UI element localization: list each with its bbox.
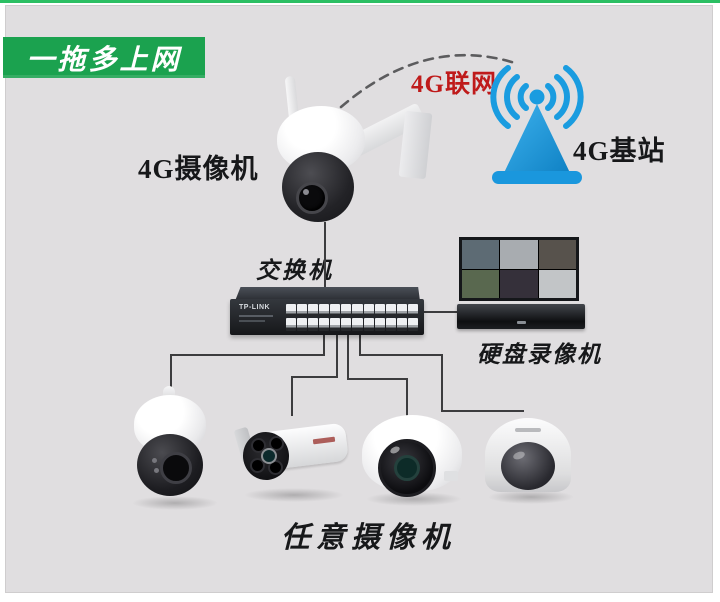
ir-led-icon [251,438,266,453]
bullet-lens-icon [261,448,277,464]
surveillance-thumbnail [538,269,576,298]
nvr-box-icon [457,304,585,329]
label-switch: 交换机 [256,258,334,283]
line-drop-4 [359,334,361,356]
ethernet-port-icon [374,304,385,317]
ethernet-port-icon [319,304,330,317]
ethernet-port-icon [363,304,374,317]
surveillance-thumbnail [538,240,576,269]
camera-shadow [244,488,344,502]
switch-detail-line [239,315,273,317]
ir-led-icon [269,436,284,451]
line-drop-3 [347,334,349,380]
switch-brand-label: TP-LINK [239,304,271,311]
line-run-4b [441,410,524,412]
ethernet-port-icon [363,318,374,331]
ethernet-port-icon [396,304,407,317]
speed-dome-camera-icon [130,386,210,508]
line-camera-to-switch [324,222,326,290]
camera-lens-icon [296,182,328,214]
switch-ports-grid [286,304,418,331]
surveillance-thumbnail [462,240,500,269]
ethernet-port-icon [407,304,418,317]
ethernet-port-icon [330,318,341,331]
ethernet-port-icon [352,318,363,331]
switch-icon: TP-LINK [230,287,424,335]
label-4g-camera: 4G摄像机 [138,154,259,184]
base-station-icon [490,65,584,184]
ir-led-icon [152,458,157,463]
ptz-camera-4g-icon [262,62,438,226]
bullet-camera-icon [233,412,353,500]
turret-foot [444,471,458,481]
ethernet-port-icon [330,304,341,317]
ethernet-port-icon [286,304,297,317]
line-down-2 [291,376,293,416]
ir-led-icon [268,460,283,475]
camera-shadow [132,496,218,510]
ethernet-port-icon [286,318,297,331]
line-run-4a [359,354,443,356]
ethernet-port-icon [396,318,407,331]
ethernet-port-icon [374,318,385,331]
ethernet-port-icon [297,318,308,331]
line-run-2 [291,376,338,378]
surveillance-thumbnail [500,240,538,269]
turret-camera-icon [360,413,466,505]
switch-detail-line [239,320,265,322]
dome-window-icon [501,442,555,490]
camera-bracket-plate [398,110,433,180]
line-down-4 [441,354,443,412]
ethernet-port-icon [319,318,330,331]
line-drop-2 [336,334,338,378]
ethernet-port-icon [385,304,396,317]
ethernet-port-icon [341,318,352,331]
line-switch-to-nvr [422,311,459,313]
dome-logo-mark [515,428,541,432]
dashed-link-arc [339,53,517,109]
surveillance-thumbnail [500,269,538,298]
dome-camera-icon [483,416,575,504]
line-drop-1 [323,334,325,356]
ethernet-port-icon [308,318,319,331]
turret-iris [394,455,420,481]
ir-led-icon [154,468,159,473]
camera-shadow [488,490,574,504]
ethernet-port-icon [407,318,418,331]
ethernet-port-icon [341,304,352,317]
surveillance-thumbnail [462,269,500,298]
label-4g-link: 4G联网 [411,71,497,98]
line-run-3 [347,378,408,380]
nvr-monitor-screen [462,240,576,298]
title-banner: 一拖多上网 [3,37,205,78]
speed-dome-lens-icon [160,452,192,484]
ethernet-port-icon [352,304,363,317]
label-4g-base-station: 4G基站 [573,136,666,166]
label-any-camera: 任意摄像机 [281,522,457,554]
label-nvr: 硬盘录像机 [477,342,602,367]
line-down-1 [170,354,172,390]
nvr-front-led [517,321,526,324]
line-down-3 [406,378,408,416]
ethernet-port-icon [297,304,308,317]
ir-led-icon [250,458,265,473]
ethernet-port-icon [308,304,319,317]
ethernet-port-icon [385,318,396,331]
title-banner-label: 一拖多上网 [26,43,182,75]
nvr-monitor-icon [459,237,579,301]
camera-shadow [366,492,462,506]
top-accent-strip [0,0,720,3]
line-run-1 [170,354,325,356]
camera-lens-glint [303,189,309,195]
switch-top-face [235,287,420,301]
